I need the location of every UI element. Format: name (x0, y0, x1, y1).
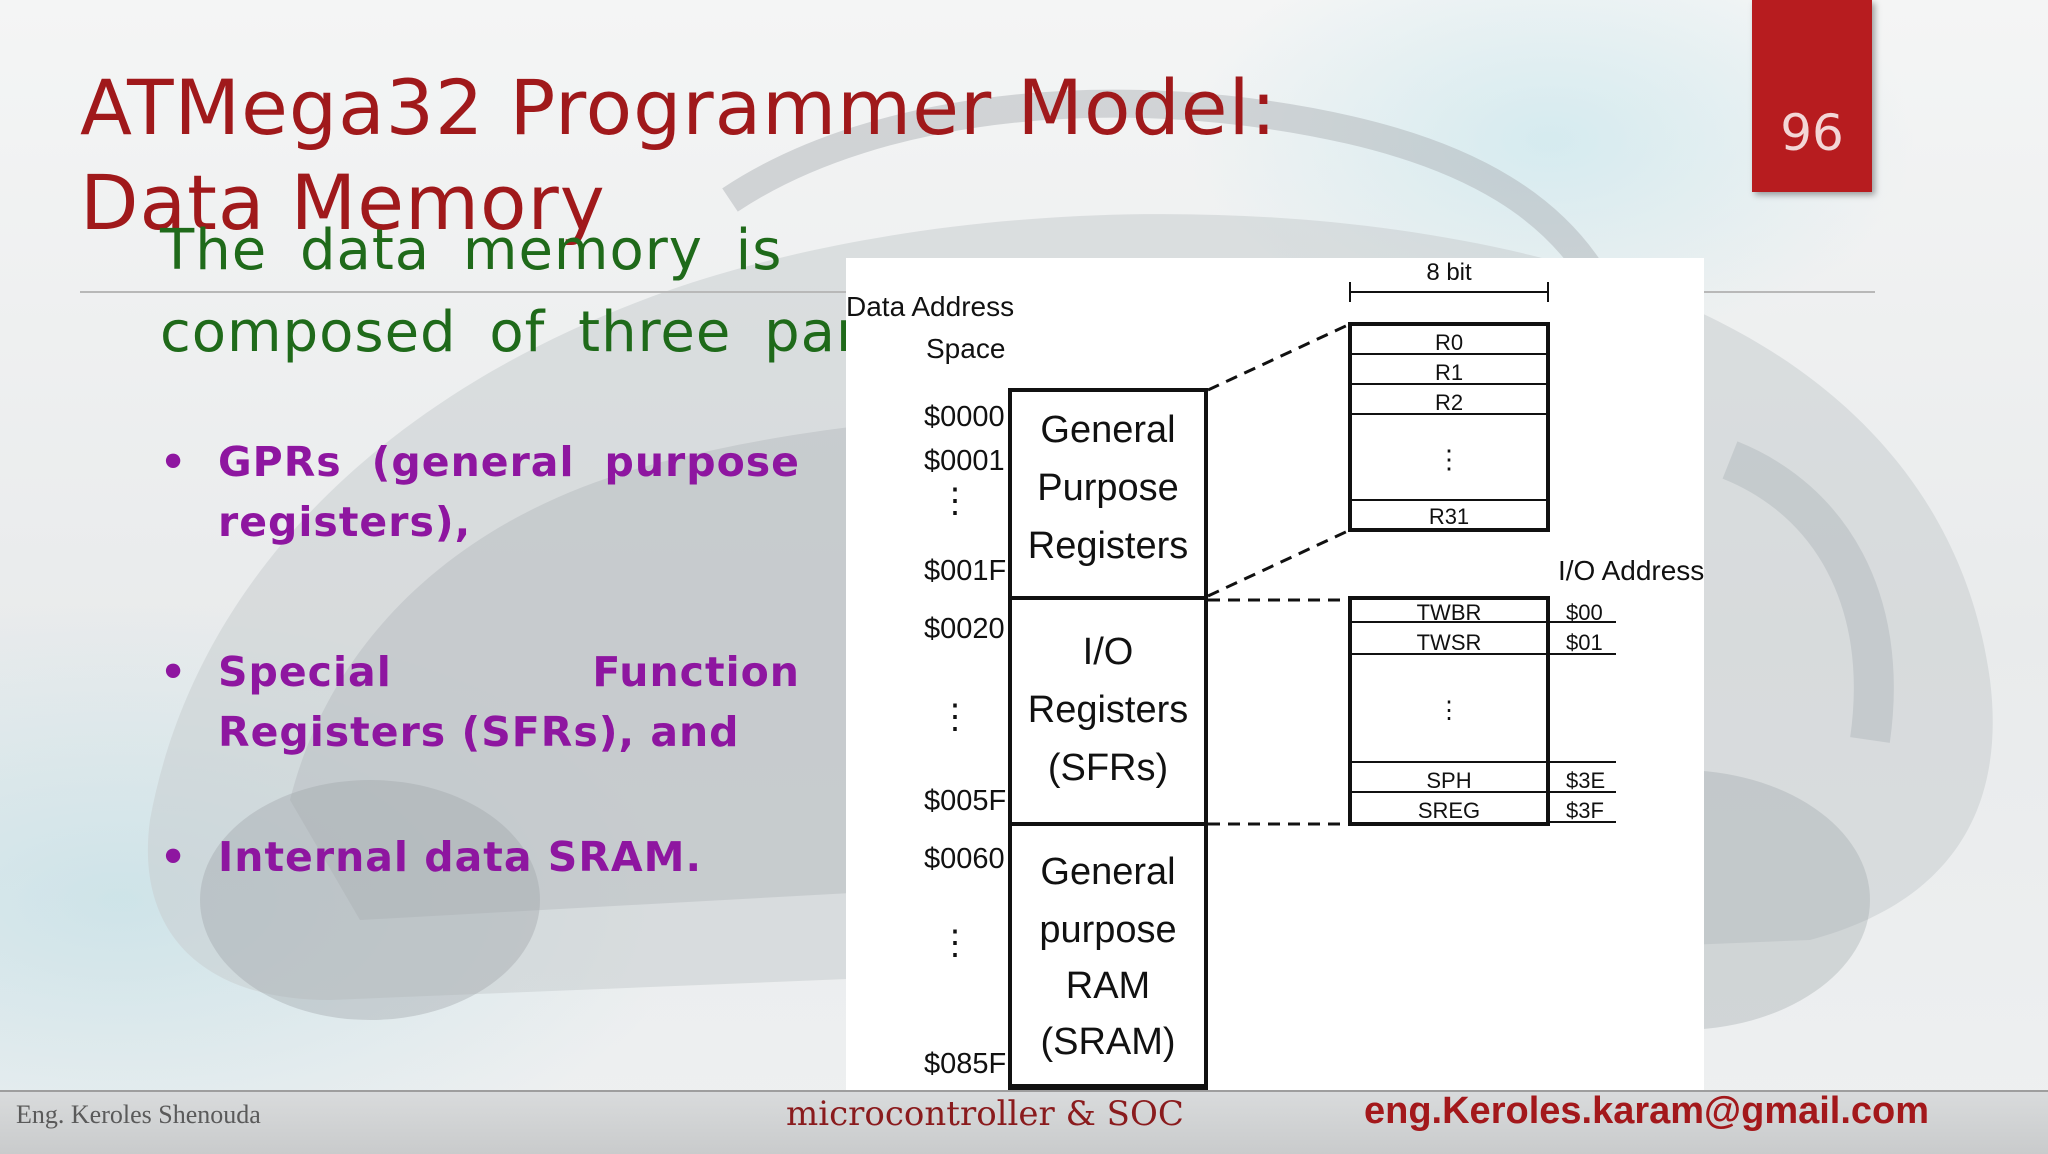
sram-block-line1: General (1040, 851, 1175, 893)
gpr-row-r2: R2 (1435, 390, 1463, 415)
footer-bar (0, 1090, 2048, 1154)
io-row-sreg: SREG (1418, 798, 1480, 823)
address-ellipsis-1: ⋮ (938, 482, 972, 520)
gpr-block-line1: General (1040, 409, 1175, 451)
address-085f: $085F (924, 1048, 1006, 1080)
io-address-3f: $3F (1566, 798, 1604, 823)
gpr-block-line2: Purpose (1037, 467, 1179, 509)
sram-block-line2: purpose (1039, 909, 1176, 951)
address-001f: $001F (924, 555, 1006, 587)
gpr-connector-bottom (1207, 528, 1351, 598)
memory-map-svg: Data Address Space $0000 $0001 ⋮ $001F $… (846, 259, 1704, 1092)
data-memory-diagram: Data Address Space $0000 $0001 ⋮ $001F $… (846, 258, 1704, 1102)
io-block-line2: Registers (1028, 689, 1189, 731)
address-space-label-line1: Data Address (846, 291, 1014, 322)
page-number: 96 (1780, 104, 1844, 162)
gpr-block-line3: Registers (1028, 525, 1189, 567)
footer-course: microcontroller & SOC (786, 1094, 1184, 1134)
footer-email: eng.Keroles.karam@gmail.com (1364, 1090, 1930, 1132)
width-label: 8 bit (1426, 259, 1472, 286)
address-005f: $005F (924, 785, 1006, 817)
gpr-row-ellipsis: ⋮ (1436, 444, 1462, 474)
bullet-list: GPRs (general purpose registers), Specia… (160, 432, 800, 887)
sram-block-line4: (SRAM) (1040, 1021, 1175, 1063)
bullet-sfrs: Special Function Registers (SFRs), and (160, 642, 800, 762)
io-address-00: $00 (1566, 600, 1603, 625)
io-address-01: $01 (1566, 630, 1603, 655)
io-row-twsr: TWSR (1417, 630, 1482, 655)
gpr-connector-top (1207, 322, 1351, 392)
address-0000: $0000 (924, 401, 1005, 433)
address-space-label-line2: Space (926, 333, 1005, 364)
footer-author: Eng. Keroles Shenouda (16, 1100, 261, 1129)
bullet-sram: Internal data SRAM. (160, 827, 800, 887)
gpr-detail-box (1348, 322, 1550, 532)
bullet-gprs: GPRs (general purpose registers), (160, 432, 800, 552)
sram-block-line3: RAM (1066, 965, 1150, 1007)
address-0020: $0020 (924, 613, 1005, 645)
address-0060: $0060 (924, 843, 1005, 875)
intro-text: The data memory is composed of three par… (160, 218, 933, 365)
address-ellipsis-2: ⋮ (938, 698, 972, 736)
io-row-sph: SPH (1426, 768, 1471, 793)
io-detail-box (1348, 596, 1550, 826)
io-block-line3: (SFRs) (1048, 747, 1168, 789)
address-0001: $0001 (924, 445, 1005, 477)
io-row-ellipsis: ⋮ (1437, 697, 1461, 724)
io-address-label: I/O Address (1558, 555, 1704, 586)
page-number-tab: 96 (1752, 0, 1872, 192)
io-row-twbr: TWBR (1417, 600, 1482, 625)
address-ellipsis-3: ⋮ (938, 924, 972, 962)
io-address-3e: $3E (1566, 768, 1605, 793)
gpr-row-r31: R31 (1429, 504, 1469, 529)
gpr-row-r0: R0 (1435, 330, 1463, 355)
slide-title: ATMega32 Programmer Model: Data Memory (80, 63, 1278, 247)
io-block-line1: I/O (1083, 631, 1134, 673)
gpr-row-r1: R1 (1435, 360, 1463, 385)
